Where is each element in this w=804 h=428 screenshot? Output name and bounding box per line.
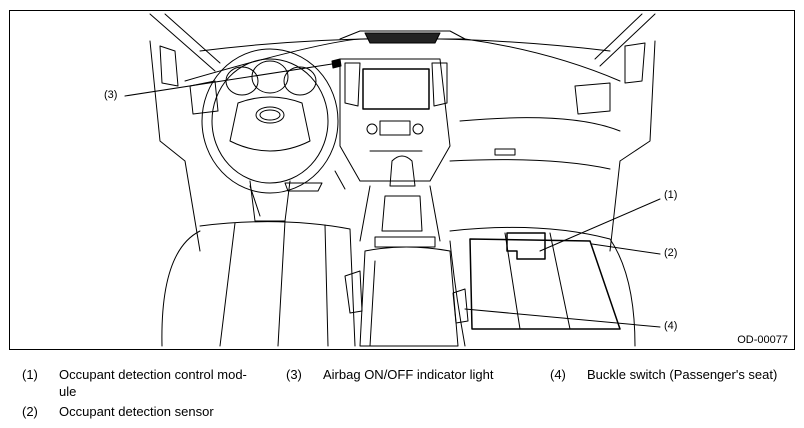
left-door-panel — [149, 40, 201, 252]
dashboard-defrost — [339, 30, 466, 40]
steering-wheel-inner — [211, 58, 329, 184]
driver-seat-back — [161, 230, 201, 347]
steering-column — [249, 180, 291, 222]
passenger-seat-top — [449, 226, 636, 347]
armrest-line — [369, 260, 376, 347]
left-vent — [159, 45, 179, 87]
pedal-right — [334, 170, 346, 190]
legend-text: Buckle switch (Passenger's seat) — [587, 367, 778, 382]
legend-text: Occupant detection sensor — [59, 404, 214, 419]
right-a-pillar-inner — [594, 13, 643, 60]
steering-logo — [255, 106, 285, 124]
right-side-vent — [574, 82, 611, 115]
glovebox-handle — [494, 148, 516, 156]
steering-logo-inner — [259, 109, 281, 121]
leader-line-3 — [124, 63, 333, 97]
passenger-buckle — [452, 288, 469, 324]
right-vent — [624, 42, 646, 84]
center-vent-left — [344, 62, 361, 107]
gauge-left — [225, 66, 259, 96]
passenger-seat-seam2 — [549, 232, 571, 330]
callout-4: (4) — [664, 320, 678, 332]
figure-frame: (1) (2) (3) (4) OD-00077 — [9, 10, 795, 350]
pedal-left — [249, 185, 261, 217]
center-vent-right — [431, 62, 448, 107]
leader-line-2 — [591, 243, 661, 255]
knob-right — [412, 123, 424, 135]
gauge-right — [283, 66, 317, 96]
right-dash-line — [459, 117, 621, 132]
shifter-knob — [389, 155, 416, 187]
pedal-center — [284, 182, 323, 192]
steering-hub — [229, 96, 311, 152]
callout-3: (3) — [104, 89, 118, 101]
center-stack — [339, 58, 451, 182]
legend-number: (4) — [550, 367, 566, 382]
legend-text: Occupant detection control mod- — [59, 367, 247, 382]
right-a-pillar — [599, 13, 656, 67]
legend-item-1: (1) Occupant detection control mod- ule — [22, 366, 272, 402]
callout-1: (1) — [664, 189, 678, 201]
figure-id: OD-00077 — [737, 334, 788, 346]
car-interior-drawing — [124, 13, 661, 347]
defrost-vent — [364, 32, 441, 44]
left-a-pillar — [149, 13, 216, 72]
console-tunnel — [359, 185, 441, 242]
legend-number: (1) — [22, 367, 38, 382]
legend-item-4: (4) Buckle switch (Passenger's seat) — [550, 366, 800, 384]
leader-line-4 — [464, 308, 661, 328]
passenger-seat-side — [449, 240, 466, 347]
left-a-pillar-inner — [164, 13, 221, 64]
indicator-light — [331, 58, 342, 69]
driver-seat-seam3 — [324, 224, 329, 347]
legend-text-continued: ule — [59, 384, 77, 399]
legend-number: (3) — [286, 367, 302, 382]
driver-seat-seam1 — [219, 222, 236, 347]
passenger-seat-cushion — [469, 238, 621, 330]
gauge-center — [251, 60, 289, 94]
control-module — [506, 232, 546, 260]
knob-left — [366, 123, 378, 135]
right-dash-lower — [449, 159, 611, 170]
right-door-panel — [609, 40, 656, 252]
driver-seat-seam2 — [277, 220, 286, 347]
steering-wheel-outer — [201, 48, 339, 194]
shifter-gate — [381, 195, 423, 232]
legend-number: (2) — [22, 404, 38, 419]
left-side-vent — [189, 80, 219, 115]
driver-buckle — [344, 270, 363, 314]
climate-panel — [379, 120, 411, 136]
legend-item-3: (3) Airbag ON/OFF indicator light — [286, 366, 526, 384]
legend-item-2: (2) Occupant detection sensor — [22, 403, 272, 421]
leader-line-1 — [539, 198, 661, 252]
callout-2: (2) — [664, 247, 678, 259]
console-buttons — [374, 236, 436, 248]
driver-seat-top — [199, 221, 356, 347]
legend-text: Airbag ON/OFF indicator light — [323, 367, 494, 382]
infotainment-screen — [362, 68, 430, 110]
